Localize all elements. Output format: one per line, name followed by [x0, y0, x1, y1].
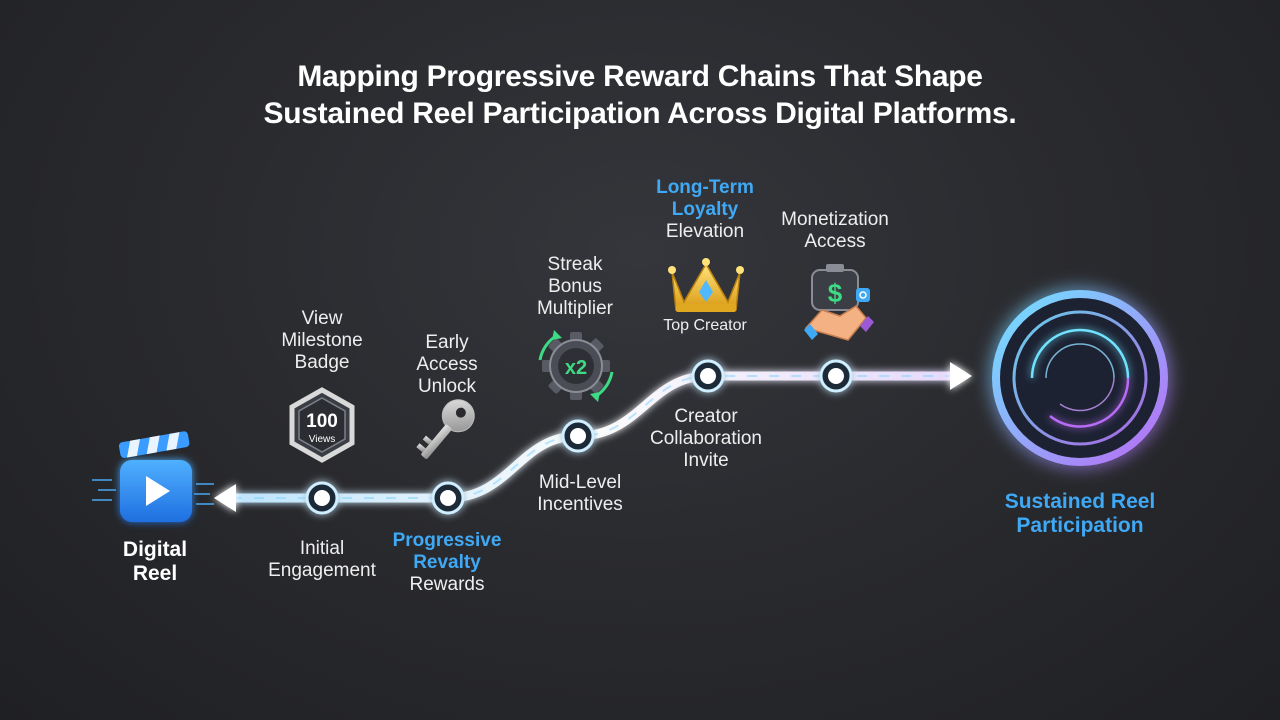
- glowing-ring-icon: [992, 290, 1168, 466]
- hexagon-badge-icon: 100 Views: [289, 387, 355, 463]
- start-label-line2: Reel: [132, 562, 178, 585]
- node-initial: [305, 481, 339, 515]
- title-line-2: Sustained Reel Participation Across Digi…: [263, 97, 1017, 130]
- node-monetization: [819, 359, 853, 393]
- streak-icon-text: x2: [565, 357, 587, 379]
- page-title: Mapping Progressive Reward Chains That S…: [140, 58, 1140, 132]
- node-collab: [691, 359, 725, 393]
- right-arrowhead: [950, 362, 972, 390]
- crown-caption: Top Creator: [663, 317, 747, 334]
- gear-multiplier-icon: x2: [538, 330, 614, 402]
- reward-loyalty-label: Long-Term Loyalty Elevation: [656, 177, 754, 242]
- stage-progressive-label: Progressive Revalty Rewards: [392, 530, 502, 595]
- handshake-money-icon: $: [804, 264, 874, 341]
- stage-initial-label: Initial Engagement: [268, 538, 376, 581]
- start-label: Digital Reel: [100, 538, 210, 586]
- node-mid: [561, 419, 595, 453]
- stage-collab-label: Creator Collaboration Invite: [650, 406, 762, 471]
- reward-early-label: Early Access Unlock: [416, 332, 478, 397]
- node-progressive: [431, 481, 465, 515]
- title-line-1: Mapping Progressive Reward Chains That S…: [297, 60, 983, 93]
- reward-badge-label: View Milestone Badge: [281, 308, 363, 373]
- badge-text: Views: [309, 434, 336, 445]
- money-icon-text: $: [828, 278, 843, 308]
- reward-streak-label: Streak Bonus Multiplier: [536, 254, 614, 319]
- end-label-line2: Participation: [1016, 514, 1144, 537]
- crown-icon: [668, 258, 744, 312]
- key-icon: [416, 399, 475, 459]
- start-label-line1: Digital: [122, 538, 188, 561]
- badge-number: 100: [306, 411, 338, 432]
- stage-mid-label: Mid-Level Incentives: [537, 472, 623, 515]
- left-arrowhead: [214, 484, 236, 512]
- clapperboard-play-icon: [92, 431, 214, 522]
- end-label-line1: Sustained Reel: [1004, 490, 1156, 513]
- end-label: Sustained Reel Participation: [970, 490, 1190, 538]
- reward-monetization-label: Monetization Access: [781, 209, 889, 252]
